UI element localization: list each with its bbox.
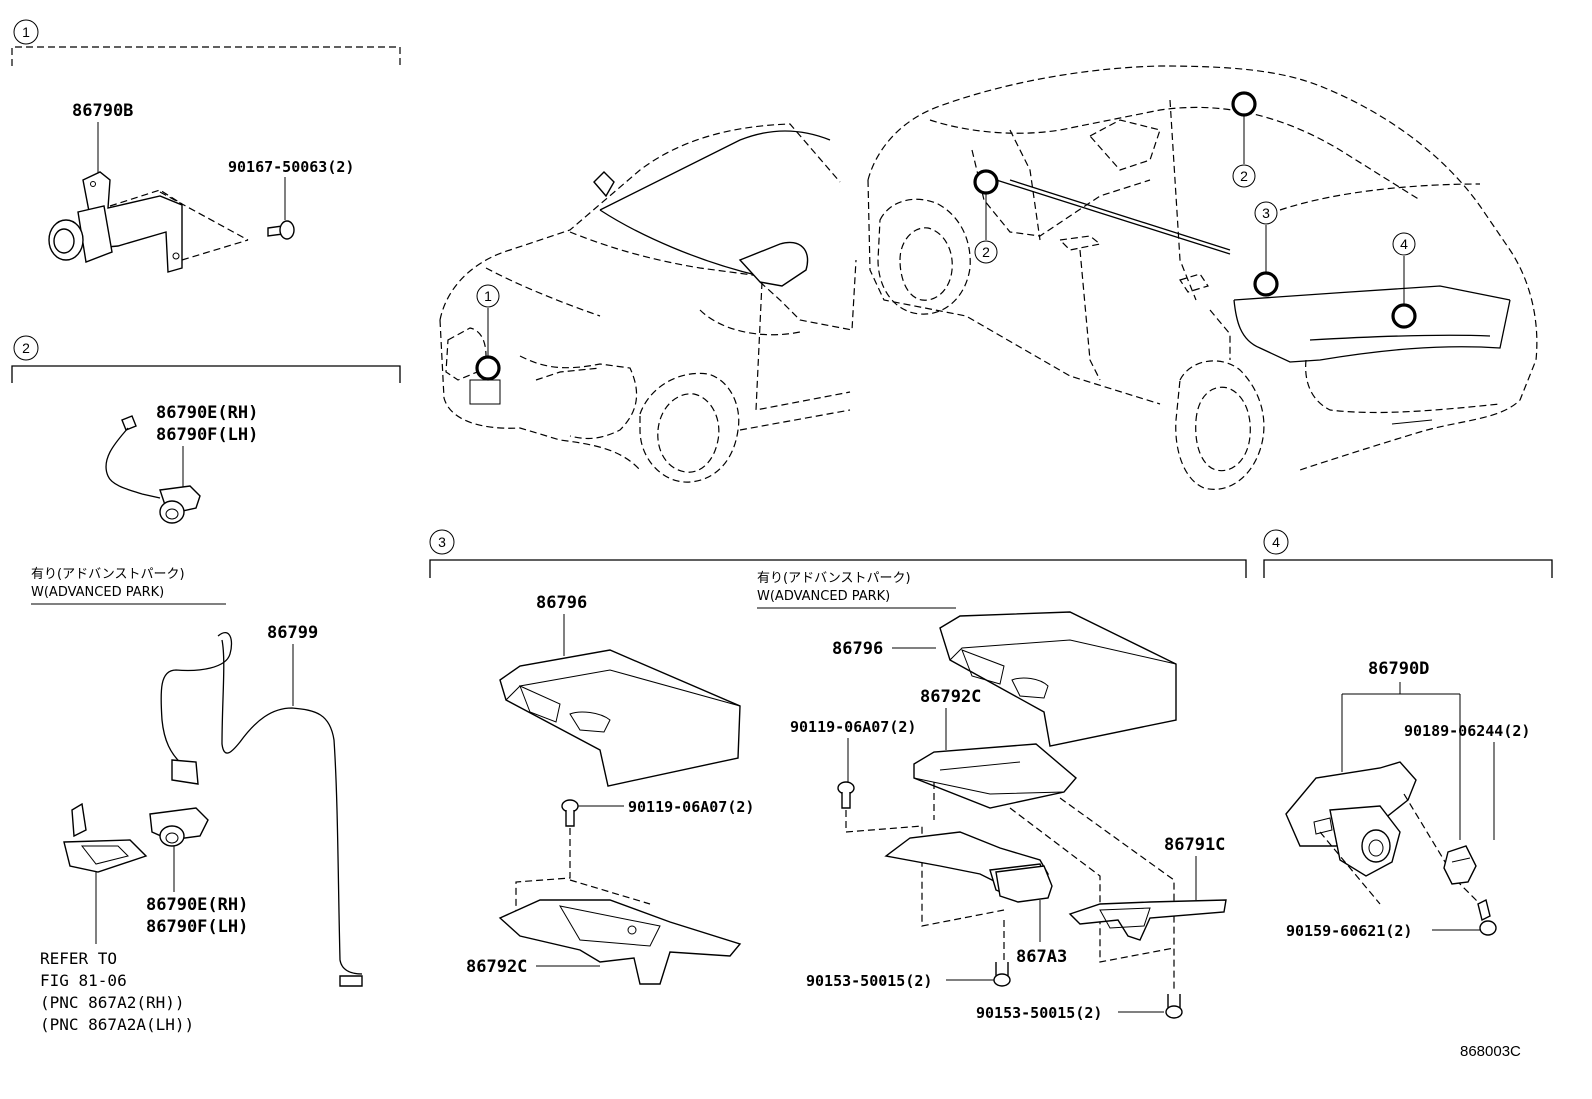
figure-code: 868003C (1460, 1043, 1521, 1060)
note-advanced-park-en-right: W(ADVANCED PARK) (757, 589, 890, 604)
part-label-90159-60621[interactable]: 90159-60621(2) (1286, 922, 1412, 940)
mirror-bracket-illustration (63, 802, 148, 873)
rear-car-illustration: 2 2 3 4 (867, 65, 1538, 490)
part-label-90167-50063[interactable]: 90167-50063(2) (228, 158, 354, 176)
part-label-90153-a[interactable]: 90153-50015(2) (806, 972, 932, 990)
note-advanced-park-jp-left: 有り(アドバンストパーク) (31, 567, 185, 582)
part-label-867A3[interactable]: 867A3 (1016, 947, 1067, 967)
dash-left-b (569, 879, 651, 905)
dash-86790B-c (159, 191, 249, 241)
location-label-4: 4 (1400, 236, 1408, 252)
note-advanced-park-en-left: W(ADVANCED PARK) (31, 585, 164, 600)
bolt-90119-right-illustration (837, 781, 855, 809)
part-label-86790F-top[interactable]: 86790F(LH) (156, 425, 258, 445)
section-4-bracket (1263, 559, 1553, 578)
dash-86790B-b (181, 239, 249, 261)
section-4-badge (1263, 529, 1289, 555)
section-2-badge (13, 335, 39, 361)
part-label-86790F-bottom[interactable]: 86790F(LH) (146, 917, 248, 937)
section-3: 3 有り(アドバンストパーク) W(ADVANCED PARK) 86796 9… (429, 529, 1247, 1022)
section-2-number: 2 (22, 340, 30, 356)
section-3-number: 3 (438, 534, 446, 550)
section-2: 2 86790E(RH) 86790F(LH) 有り(アドバンストパーク) W(… (11, 335, 401, 1034)
part-label-86790D[interactable]: 86790D (1368, 659, 1429, 679)
front-camera-illustration (48, 171, 183, 273)
screw-90159-illustration (1477, 898, 1497, 936)
location-label-2b: 2 (1240, 168, 1248, 184)
section-3-badge (429, 529, 455, 555)
part-label-86790E-bottom[interactable]: 86790E(RH) (146, 895, 248, 915)
part-label-86792C-left[interactable]: 86792C (466, 957, 527, 977)
part-label-86796-left[interactable]: 86796 (536, 593, 587, 613)
part-label-86799[interactable]: 86799 (267, 623, 318, 643)
dash-left-a (515, 828, 571, 930)
location-label-2a: 2 (982, 244, 990, 260)
location-label-3: 3 (1262, 205, 1270, 221)
part-label-86796-right[interactable]: 86796 (832, 639, 883, 659)
section-3-bracket (429, 559, 1247, 578)
side-camera-bottom-illustration (149, 807, 209, 847)
section-1-number: 1 (22, 24, 30, 40)
section-2-bracket (11, 365, 401, 383)
refer-line-4: (PNC 867A2A(LH)) (40, 1015, 194, 1034)
front-car-illustration: 1 (439, 123, 857, 483)
side-camera-top-illustration (105, 415, 201, 524)
part-label-90119-left[interactable]: 90119-06A07(2) (628, 798, 754, 816)
part-label-86792C-right[interactable]: 86792C (920, 687, 981, 707)
clip-90189-illustration (1443, 845, 1477, 885)
wire-harness-86799-illustration (160, 631, 363, 987)
location-marker-2b (1231, 91, 1257, 117)
note-advanced-park-jp-right: 有り(アドバンストパーク) (757, 571, 911, 586)
part-label-86790B[interactable]: 86790B (72, 101, 133, 121)
location-marker-3 (1253, 271, 1279, 297)
part-label-90189-06244[interactable]: 90189-06244(2) (1404, 722, 1530, 740)
dash-right-a (845, 810, 1005, 927)
part-label-86790E-top[interactable]: 86790E(RH) (156, 403, 258, 423)
leader-86790D (1341, 682, 1461, 840)
bolt-90153-a-illustration (993, 962, 1011, 987)
location-marker-4 (1391, 303, 1417, 329)
refer-line-1: REFER TO (40, 949, 117, 968)
ecu-bracket-left-illustration (498, 899, 742, 985)
ecu-module-illustration (913, 743, 1077, 809)
bolt-90153-b-illustration (1165, 994, 1183, 1019)
section-1-badge (13, 19, 39, 45)
screw-90167-illustration (267, 220, 295, 240)
bracket-86791C-illustration (1068, 899, 1227, 941)
section-1-bracket (11, 46, 401, 66)
section-1: 1 86790B 90167-50063(2) (11, 19, 401, 273)
section-4-number: 4 (1272, 534, 1280, 550)
dash-86790D-a (1319, 831, 1381, 905)
part-label-90153-b[interactable]: 90153-50015(2) (976, 1004, 1102, 1022)
sub-module-867A3-illustration (995, 865, 1053, 903)
section-4: 4 86790D 90189-06244(2) 90159-60621(2) (1263, 529, 1553, 940)
location-marker-2a (973, 169, 999, 195)
dash-right-d (1059, 797, 1175, 990)
location-label-1: 1 (484, 288, 492, 304)
ecu-cover-left-illustration (499, 649, 741, 787)
part-label-90119-right[interactable]: 90119-06A07(2) (790, 718, 916, 736)
part-label-86791C[interactable]: 86791C (1164, 835, 1225, 855)
rear-camera-illustration (1285, 761, 1417, 877)
ecu-cover-right-illustration (939, 611, 1177, 747)
location-marker-1 (475, 355, 501, 381)
bolt-90119-left-illustration (561, 799, 579, 827)
refer-line-2: FIG 81-06 (40, 971, 127, 990)
refer-line-3: (PNC 867A2(RH)) (40, 993, 185, 1012)
